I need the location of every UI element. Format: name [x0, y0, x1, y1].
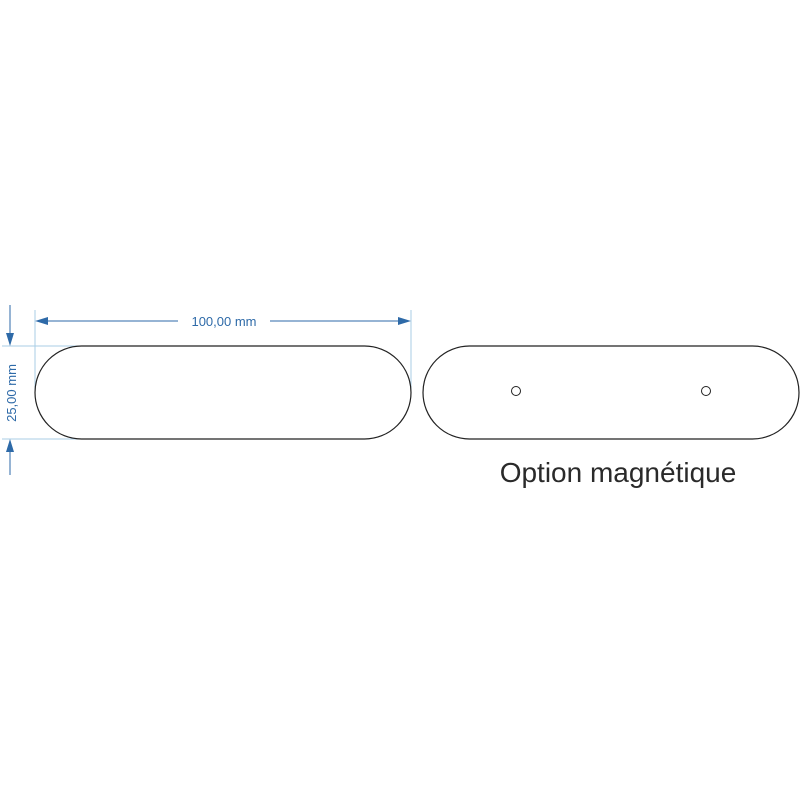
magnetic-stadium-shape — [422, 345, 800, 440]
width-arrow-left — [35, 317, 48, 325]
magnet-hole-right — [701, 386, 711, 396]
extension-lines — [2, 310, 412, 440]
plain-stadium-shape — [34, 345, 412, 440]
height-dimension: 25,00 mm — [4, 305, 19, 475]
magnetic-option-caption: Option magnétique — [500, 457, 737, 488]
magnet-hole-left — [511, 386, 521, 396]
width-dimension-label: 100,00 mm — [191, 314, 256, 329]
width-dimension: 100,00 mm — [35, 314, 411, 329]
height-dimension-label: 25,00 mm — [4, 364, 19, 422]
height-arrow-bottom — [6, 439, 14, 452]
width-arrow-right — [398, 317, 411, 325]
height-arrow-top — [6, 333, 14, 346]
